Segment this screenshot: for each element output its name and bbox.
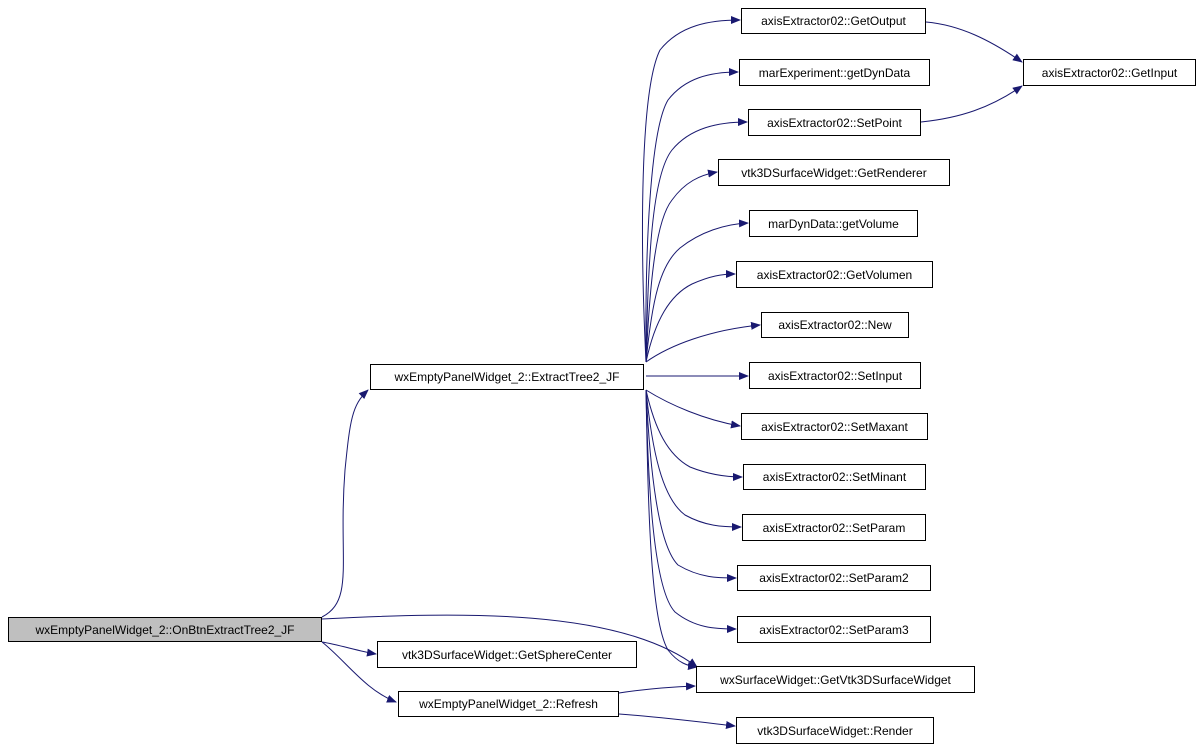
edge-extract-getrenderer — [645, 169, 718, 363]
edge-extract-new — [645, 321, 761, 363]
node-getdyndata[interactable]: marExperiment::getDynData — [739, 59, 930, 86]
node-setparam3[interactable]: axisExtractor02::SetParam3 — [737, 616, 931, 643]
node-render[interactable]: vtk3DSurfaceWidget::Render — [736, 717, 934, 744]
edge-extract-getvolume — [645, 219, 749, 363]
edge-onbtn-extracttree — [321, 389, 369, 618]
edge-extract-getvtk3d — [645, 389, 698, 670]
edge-extract-setpoint — [645, 118, 748, 363]
node-new[interactable]: axisExtractor02::New — [761, 312, 909, 338]
node-setmaxant[interactable]: axisExtractor02::SetMaxant — [741, 413, 928, 440]
node-getvolumen[interactable]: axisExtractor02::GetVolumen — [736, 261, 933, 288]
edge-extract-getdyndata — [645, 68, 739, 363]
node-getrenderer[interactable]: vtk3DSurfaceWidget::GetRenderer — [718, 159, 950, 186]
edge-onbtn-refresh — [321, 641, 397, 703]
edge-extract-setmaxant — [645, 389, 741, 429]
edge-extract-getoutput — [642, 16, 741, 363]
node-refresh[interactable]: wxEmptyPanelWidget_2::Refresh — [398, 691, 619, 717]
edge-extract-setparam — [645, 389, 742, 531]
edge-extract-setparam3 — [645, 389, 737, 633]
node-setminant[interactable]: axisExtractor02::SetMinant — [743, 464, 926, 490]
node-getspherecenter[interactable]: vtk3DSurfaceWidget::GetSphereCenter — [377, 641, 637, 668]
node-setpoint[interactable]: axisExtractor02::SetPoint — [748, 109, 921, 136]
node-getvolume[interactable]: marDynData::getVolume — [749, 210, 918, 237]
node-getoutput[interactable]: axisExtractor02::GetOutput — [741, 8, 926, 34]
node-setparam2[interactable]: axisExtractor02::SetParam2 — [737, 565, 931, 591]
edge-getoutput-getinput — [925, 21, 1023, 63]
edge-extract-setminant — [645, 389, 743, 481]
edge-extract-getvolumen — [645, 270, 736, 363]
node-setparam[interactable]: axisExtractor02::SetParam — [742, 514, 926, 541]
edge-refresh-render — [618, 713, 736, 729]
edge-onbtn-getvtk3d — [321, 614, 698, 668]
node-onbtnextracttree2-jf[interactable]: wxEmptyPanelWidget_2::OnBtnExtractTree2_… — [8, 617, 322, 642]
edge-onbtn-getspherecenter — [321, 641, 377, 657]
edge-extract-setparam2 — [645, 389, 737, 582]
node-getinput[interactable]: axisExtractor02::GetInput — [1023, 59, 1196, 86]
edge-setpoint-getinput — [920, 85, 1023, 123]
node-extracttree2-jf[interactable]: wxEmptyPanelWidget_2::ExtractTree2_JF — [370, 364, 644, 390]
node-setinput[interactable]: axisExtractor02::SetInput — [749, 362, 921, 389]
edge-refresh-getvtk3d — [618, 682, 696, 694]
node-getvtk3dsurfacewidget[interactable]: wxSurfaceWidget::GetVtk3DSurfaceWidget — [696, 666, 975, 693]
